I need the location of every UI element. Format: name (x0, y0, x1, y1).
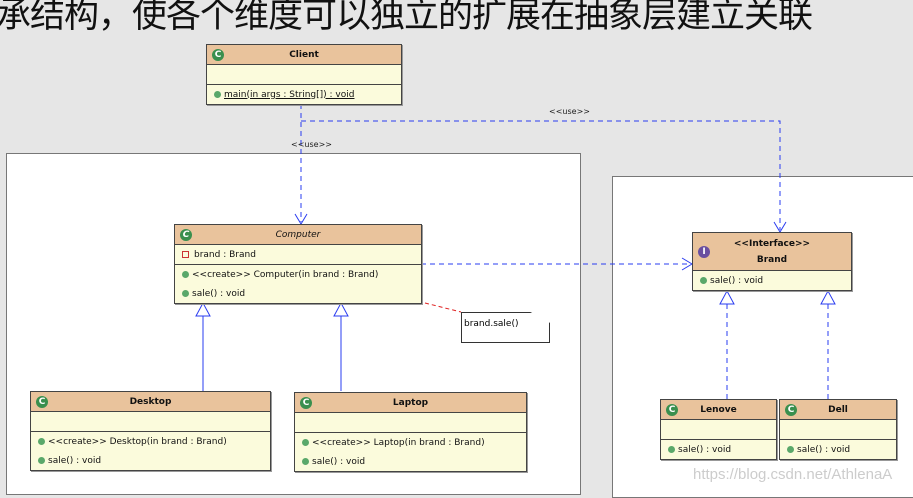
class-computer[interactable]: C Computer brand : Brand <<create>> Compu… (174, 224, 422, 304)
interface-icon: I (698, 245, 710, 258)
method: sale() : void (710, 275, 764, 286)
class-name: Desktop (129, 396, 172, 407)
class-laptop[interactable]: C Laptop <<create>> Laptop(in brand : Bra… (294, 392, 527, 472)
private-field-icon (182, 251, 189, 258)
class-name: Dell (828, 404, 848, 415)
public-method-icon (302, 439, 309, 446)
triangle (820, 289, 836, 305)
use-label: <<use>> (291, 140, 332, 149)
watermark: https://blog.csdn.net/AthlenaA (693, 466, 893, 483)
class-name: Brand (756, 254, 788, 265)
class-icon: C (785, 403, 797, 416)
class-icon: C (36, 395, 48, 408)
note[interactable]: brand.sale() (461, 312, 550, 343)
public-method-icon (700, 277, 707, 284)
interface-brand[interactable]: I <<Interface>> Brand sale() : void (692, 232, 852, 291)
class-icon: C (212, 48, 224, 61)
use-client-brand (301, 120, 781, 230)
method: <<create>> Desktop(in brand : Brand) (48, 436, 227, 447)
class-icon: C (300, 396, 312, 409)
public-method-icon (38, 457, 45, 464)
method: sale() : void (192, 288, 246, 299)
public-method-icon (668, 446, 675, 453)
public-method-icon (214, 91, 221, 98)
class-name: Computer (275, 229, 321, 240)
method: main(in args : String[]) : void (224, 89, 355, 100)
class-icon: C (180, 228, 192, 241)
public-method-icon (182, 290, 189, 297)
public-method-icon (182, 271, 189, 278)
use-label: <<use>> (549, 107, 590, 116)
class-name: Laptop (392, 397, 429, 408)
public-method-icon (38, 438, 45, 445)
method: <<create>> Laptop(in brand : Brand) (312, 437, 485, 448)
background-heading-text: 承结构，使各个维度可以独立的扩展在抽象层建立关联 (0, 0, 813, 36)
class-name: Client (289, 49, 319, 60)
triangle (195, 301, 211, 317)
public-method-icon (787, 446, 794, 453)
method: sale() : void (797, 444, 851, 455)
triangle (333, 301, 349, 317)
class-lenove[interactable]: C Lenove sale() : void (660, 399, 777, 460)
note-link (424, 302, 462, 313)
stereotype: <<Interface>> (733, 238, 811, 249)
method: sale() : void (678, 444, 732, 455)
class-dell[interactable]: C Dell sale() : void (779, 399, 897, 460)
class-client[interactable]: C Client main(in args : String[]) : void (206, 44, 402, 105)
triangle (719, 289, 735, 305)
class-icon: C (666, 403, 678, 416)
method: <<create>> Computer(in brand : Brand) (192, 269, 379, 280)
public-method-icon (302, 458, 309, 465)
attribute: brand : Brand (194, 249, 256, 260)
method: sale() : void (312, 456, 366, 467)
class-desktop[interactable]: C Desktop <<create>> Desktop(in brand : B… (30, 391, 271, 471)
method: sale() : void (48, 455, 102, 466)
class-name: Lenove (700, 404, 737, 415)
